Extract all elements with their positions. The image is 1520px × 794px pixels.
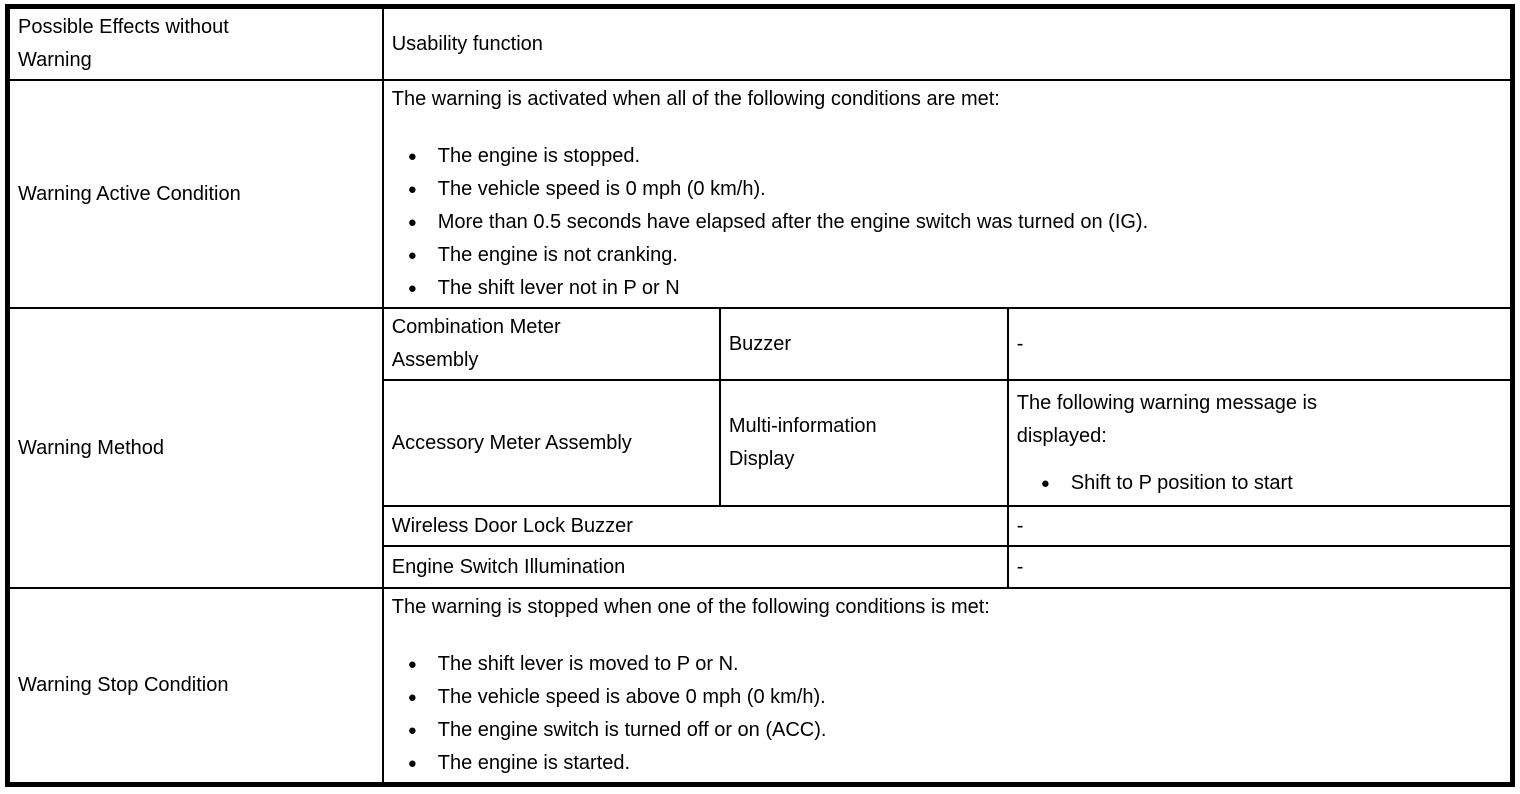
bullet-text: The vehicle speed is 0 mph (0 km/h). bbox=[437, 178, 766, 200]
method-detail-cell: - bbox=[1006, 307, 1514, 381]
bullet-item: ● The shift lever not in P or N bbox=[408, 272, 1502, 305]
method-device-cell: Accessory Meter Assembly bbox=[381, 379, 721, 507]
bullet-icon: ● bbox=[407, 722, 417, 739]
table-row-warning-method-4: Engine Switch Illumination - bbox=[8, 545, 1514, 589]
table-row-warning-method-3: Wireless Door Lock Buzzer - bbox=[8, 505, 1514, 547]
bullet-item: ● The engine switch is turned off or on … bbox=[408, 714, 1502, 747]
warning-function-table: Possible Effects without Warning Usabili… bbox=[5, 4, 1515, 787]
method-device-cell: Wireless Door Lock Buzzer bbox=[381, 505, 1009, 547]
bullet-item: ● The engine is started. bbox=[408, 747, 1502, 780]
bullet-item: ● The engine is stopped. bbox=[408, 140, 1502, 173]
bullet-icon: ● bbox=[407, 181, 417, 198]
bullet-icon: ● bbox=[407, 148, 417, 165]
bullet-item: ● The vehicle speed is above 0 mph (0 km… bbox=[408, 681, 1502, 714]
table-row-warning-stop-condition: Warning Stop Condition The warning is st… bbox=[6, 587, 1514, 786]
method-component-cell: Multi-information Display bbox=[718, 379, 1009, 507]
bullet-icon: ● bbox=[1040, 474, 1050, 492]
header-value-cell: Usability function bbox=[381, 5, 1514, 81]
bullet-icon: ● bbox=[407, 755, 417, 772]
method-device-cell: Engine Switch Illumination bbox=[381, 545, 1009, 589]
bullet-icon: ● bbox=[407, 247, 417, 264]
bullet-item: ● The vehicle speed is 0 mph (0 km/h). bbox=[408, 173, 1502, 206]
table-row-warning-active-condition: Warning Active Condition The warning is … bbox=[6, 79, 1514, 309]
row-label-warning-method: Warning Method bbox=[6, 307, 384, 589]
bullet-text: More than 0.5 seconds have elapsed after… bbox=[437, 211, 1149, 233]
bullet-icon: ● bbox=[407, 656, 417, 673]
bullet-text: The shift lever not in P or N bbox=[437, 277, 680, 299]
bullet-text: The engine is not cranking. bbox=[437, 244, 678, 266]
active-condition-intro: The warning is activated when all of the… bbox=[391, 88, 1000, 110]
header-label-cell: Possible Effects without Warning bbox=[6, 5, 384, 81]
bullet-text: The vehicle speed is above 0 mph (0 km/h… bbox=[437, 686, 826, 708]
warning-stop-condition-cell: The warning is stopped when one of the f… bbox=[381, 587, 1514, 786]
table-row-header: Possible Effects without Warning Usabili… bbox=[6, 5, 1514, 81]
bullet-icon: ● bbox=[407, 214, 417, 231]
table-row-warning-method-1: Warning Method Combination Meter Assembl… bbox=[6, 307, 1514, 589]
bullet-text: The engine switch is turned off or on (A… bbox=[437, 719, 827, 741]
bullet-icon: ● bbox=[407, 280, 417, 297]
warning-active-condition-cell: The warning is activated when all of the… bbox=[381, 79, 1514, 309]
method-detail-cell: - bbox=[1006, 545, 1514, 589]
bullet-item: ● The shift lever is moved to P or N. bbox=[408, 648, 1502, 681]
method-detail-bullet-list: ● Shift to P position to start bbox=[1017, 467, 1502, 500]
method-detail-intro: The following warning message is display… bbox=[1016, 391, 1317, 447]
active-condition-bullet-list: ● The engine is stopped. ● The vehicle s… bbox=[392, 140, 1502, 305]
method-device-cell: Combination Meter Assembly bbox=[381, 307, 721, 381]
bullet-text: Shift to P position to start bbox=[1070, 471, 1293, 494]
method-detail-cell: - bbox=[1006, 505, 1514, 547]
bullet-text: The engine is stopped. bbox=[437, 145, 641, 167]
table-row-warning-method-2: Accessory Meter Assembly Multi-informati… bbox=[8, 379, 1514, 507]
bullet-icon: ● bbox=[407, 689, 417, 706]
stop-condition-intro: The warning is stopped when one of the f… bbox=[391, 596, 990, 618]
bullet-item: ● More than 0.5 seconds have elapsed aft… bbox=[408, 206, 1502, 239]
stop-condition-bullet-list: ● The shift lever is moved to P or N. ● … bbox=[392, 648, 1502, 780]
row-label-warning-active-condition: Warning Active Condition bbox=[6, 79, 384, 309]
bullet-text: The engine is started. bbox=[437, 752, 631, 774]
bullet-item: ● The engine is not cranking. bbox=[408, 239, 1502, 272]
bullet-text: The shift lever is moved to P or N. bbox=[437, 653, 739, 675]
method-detail-cell: The following warning message is display… bbox=[1006, 379, 1514, 507]
row-label-warning-stop-condition: Warning Stop Condition bbox=[6, 587, 384, 786]
method-component-cell: Buzzer bbox=[718, 307, 1009, 381]
bullet-item: ● Shift to P position to start bbox=[1041, 467, 1502, 500]
